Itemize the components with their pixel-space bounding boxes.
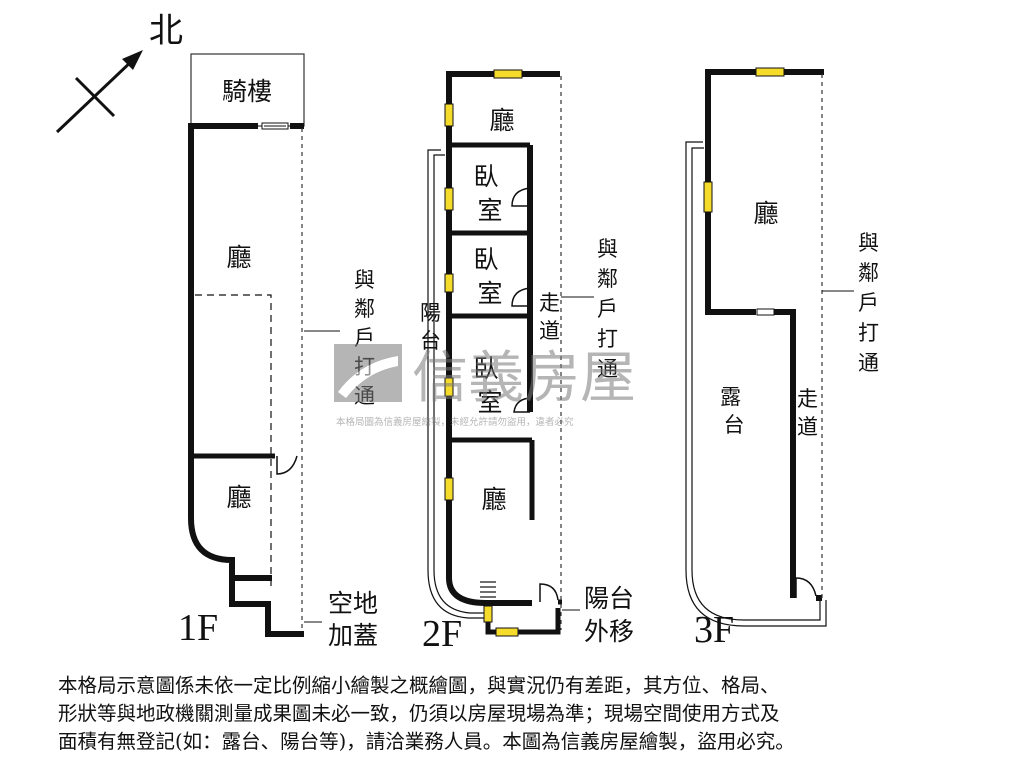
- wall-3f-outer: [705, 69, 824, 315]
- note-vacant-lot-1f: 空地 加蓋: [328, 589, 386, 650]
- dashed-boundary-1f: [195, 294, 272, 590]
- floor-label-2f: 2F: [422, 613, 462, 655]
- door-2f-balcony: [539, 583, 559, 602]
- room-label-terrace-3f: 露 台: [720, 385, 748, 437]
- note-neighbor-3f: 與 鄰 戶 打 通: [858, 231, 886, 375]
- watermark: 信義房屋 本格局圖為信義房屋繪製，未經允許請勿盜用，違者必究: [334, 344, 636, 428]
- room-label-arcade: 騎樓: [222, 77, 272, 106]
- watermark-notice: 本格局圖為信義房屋繪製，未經允許請勿盜用，違者必究: [336, 416, 574, 428]
- balcony-2f-inner: [433, 154, 486, 614]
- wall-1f-extension: [229, 578, 304, 637]
- room-label-bedroom-2f-3: 臥 室: [474, 354, 507, 417]
- note-balcony-2f: 陽 台: [420, 301, 448, 353]
- disclaimer: 本格局示意圖係未依一定比例縮小繪製之概繪圖，與實況仍有差距，其方位、格局、 形狀…: [58, 672, 978, 756]
- compass: 北: [55, 11, 183, 134]
- room-label-hall-1f-lower: 廳: [226, 483, 251, 512]
- window-3f-side: [703, 181, 713, 213]
- watermark-brand: 信義房屋: [412, 346, 636, 411]
- room-label-bedroom-2f-1: 臥 室: [474, 162, 507, 225]
- room-label-bedroom-2f-2: 臥 室: [474, 245, 507, 308]
- doors-2f: [511, 187, 559, 602]
- window-2f-hall: [444, 103, 454, 127]
- floor-label-1f: 1F: [178, 607, 218, 649]
- north-arrow-head: [122, 50, 143, 70]
- window-2f-bed3: [444, 377, 454, 397]
- room-label-hall-2f-top: 廳: [489, 106, 514, 135]
- window-2f-bed1: [444, 187, 454, 211]
- terrace-3f-inner: [691, 147, 821, 621]
- disclaimer-line-3: 面積有無登記(如：露台、陽台等)，請洽業務人員。本圖為信義房屋繪製，盜用必究。: [58, 730, 795, 753]
- window-2f-bed2: [444, 273, 454, 293]
- wall-3f-corridor: [774, 309, 796, 598]
- note-balcony-moved-2f: 陽台 外移: [584, 584, 642, 646]
- door-2f-bed2: [511, 287, 531, 307]
- window-3f-partition: [756, 308, 775, 316]
- note-neighbor-2f: 與 鄰 戶 打 通: [597, 237, 625, 381]
- note-corridor-2f: 走 道: [539, 291, 567, 343]
- floor-3f: 廳 露 台 走 道 與 鄰 戶 打 通 3F: [685, 67, 886, 651]
- stairs-2f: [480, 581, 496, 598]
- north-arrow-shaft: [55, 56, 137, 134]
- floor-1f: 騎樓 廳 廳 與 鄰 戶 打 通 空地 加蓋 1F: [178, 53, 386, 650]
- window-2f-top: [493, 69, 523, 79]
- balcony-2f-outer: [427, 149, 492, 619]
- window-2f-balcony: [483, 605, 493, 623]
- disclaimer-line-1: 本格局示意圖係未依一定比例縮小繪製之概繪圖，與實況仍有差距，其方位、格局、: [58, 674, 780, 697]
- windows-2f: [444, 69, 523, 637]
- door-2f-bed1: [511, 187, 531, 207]
- note-corridor-3f: 走 道: [797, 387, 825, 439]
- compass-cross: [74, 76, 116, 118]
- compass-north-label: 北: [149, 11, 183, 51]
- window-3f-top: [755, 67, 785, 77]
- room-label-hall-2f-bottom: 廳: [481, 485, 506, 514]
- disclaimer-line-2: 形狀等與地政機關測量成果圖未必一致，仍須以房屋現場為準；現場空間使用方式及: [58, 702, 780, 725]
- door-3f: [795, 577, 817, 598]
- wall-1f-outer: [188, 123, 272, 581]
- floor-2f: 廳 臥 室 臥 室 臥 室 廳 陽 台 走 道 與 鄰 戶 打 通: [420, 69, 642, 655]
- window-2f-hall-bottom: [444, 477, 454, 501]
- room-label-hall-3f: 廳: [753, 199, 778, 228]
- room-label-hall-1f-upper: 廳: [226, 243, 251, 272]
- terrace-3f-outer: [685, 141, 827, 627]
- window-2f-balcony-bottom: [495, 627, 519, 637]
- floor-label-3f: 3F: [694, 609, 734, 651]
- door-1f: [276, 455, 298, 475]
- wall-2f-outer: [446, 74, 532, 606]
- door-2f-bed3: [513, 397, 533, 413]
- floor-plan-diagram: 北 騎樓 廳 廳 與 鄰 戶 打 通 空地 加蓋 1F: [55, 11, 886, 655]
